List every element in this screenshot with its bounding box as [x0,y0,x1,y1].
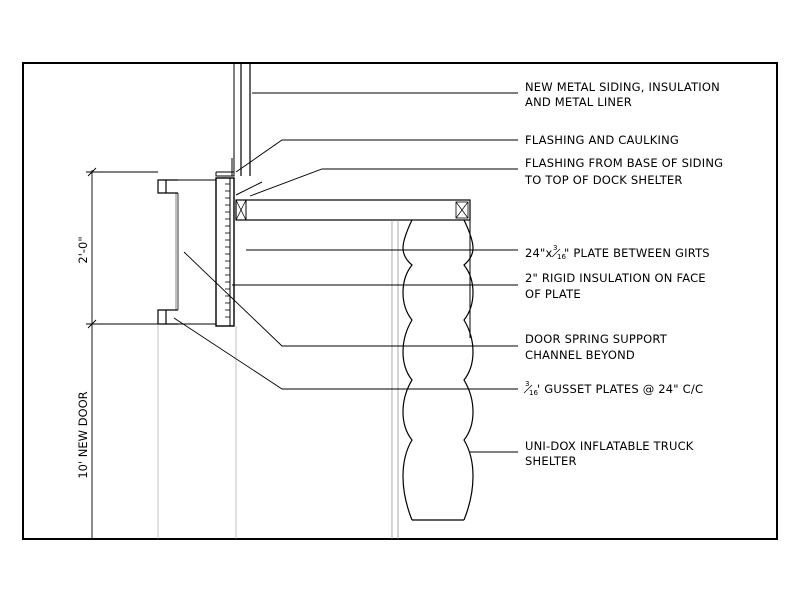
note-plate-frac-num: 3 [553,244,557,252]
note-plate-prefix: 24"x [525,246,553,260]
note-plate-frac-bar [551,248,561,258]
sheet-border [22,62,778,540]
dimension-lower: 10' NEW DOOR [76,391,90,478]
note-plate-suffix: " PLATE BETWEEN GIRTS [564,246,710,260]
dock-shelter-header [235,199,471,338]
metal-siding [231,63,251,176]
note-spring-line1: DOOR SPRING SUPPORT [525,332,668,346]
note-gusset-suffix: ' GUSSET PLATES @ 24" C/C [537,382,703,396]
note-gusset-frac-bar [523,384,533,394]
note-siding-line2: AND METAL LINER [525,95,632,109]
note-insulation-line2: OF PLATE [525,287,581,301]
note-shelter-line2: SHELTER [525,454,577,468]
note-spring-line2: CHANNEL BEYOND [525,348,635,362]
note-insulation-line1: 2" RIGID INSULATION ON FACE [525,271,706,285]
note-siding-line1: NEW METAL SIDING, INSULATION [525,80,720,94]
note-plate-frac-den: 16 [557,253,566,261]
dimension-upper: 2'-0" [76,236,90,263]
reference-lines [157,324,237,539]
note-flashing-base-line1: FLASHING FROM BASE OF SIDING [525,156,723,170]
note-gusset-frac-den: 16 [529,389,538,397]
plate-and-insulation [215,177,247,327]
door-spring-channel [157,179,216,325]
note-flashing-base-line2: TO TOP OF DOCK SHELTER [524,173,683,187]
inflatable-shelter [391,219,474,539]
note-gusset-frac-num: 3 [525,380,529,388]
flashing [215,171,263,196]
leader-lines [173,92,518,453]
note-shelter-line1: UNI-DOX INFLATABLE TRUCK [525,439,694,453]
dimension-lines [86,167,158,539]
note-flashing-caulking: FLASHING AND CAULKING [525,133,679,147]
